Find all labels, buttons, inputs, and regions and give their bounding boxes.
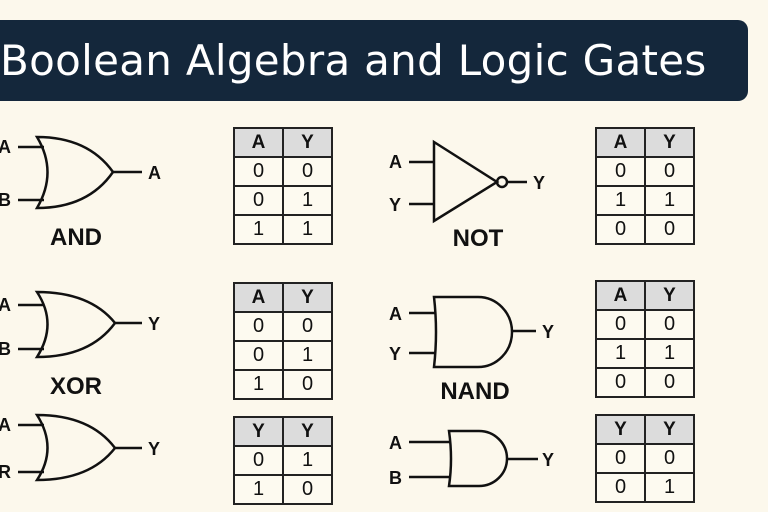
header-cell: Y	[644, 127, 695, 158]
cell: 1	[282, 445, 333, 476]
input-label: Y	[389, 195, 401, 215]
cell: 0	[282, 369, 333, 400]
cell: 1	[233, 214, 284, 245]
cell: 1	[282, 340, 333, 371]
input-label: A	[389, 304, 402, 324]
cell: 0	[233, 311, 284, 342]
gate-nand-symbol	[409, 295, 536, 369]
header-cell: Y	[282, 416, 333, 447]
gate-name: NAND	[440, 378, 509, 405]
cell: 0	[644, 156, 695, 187]
cell: 0	[233, 185, 284, 216]
cell: 1	[595, 185, 646, 216]
cell: 1	[282, 185, 333, 216]
cell: 0	[644, 443, 695, 474]
header-cell: A	[233, 127, 284, 158]
output-label: A	[148, 163, 161, 183]
output-label: Y	[533, 173, 545, 193]
input-label: B	[389, 468, 402, 488]
gate-or-symbol	[18, 413, 142, 482]
cell: 1	[644, 338, 695, 369]
input-label: R	[0, 462, 11, 482]
cell: 0	[282, 156, 333, 187]
gate-xor-symbol	[18, 290, 142, 359]
header-cell: Y	[282, 127, 333, 158]
gate-not-symbol	[409, 139, 527, 224]
cell: 0	[595, 443, 646, 474]
header-cell: Y	[595, 414, 646, 445]
input-label: A	[389, 152, 402, 172]
output-label: Y	[542, 450, 554, 470]
header-cell: Y	[644, 280, 695, 311]
header-cell: Y	[644, 414, 695, 445]
cell: 1	[282, 214, 333, 245]
gate-name: NOT	[453, 225, 504, 252]
cell: 0	[595, 309, 646, 340]
input-label: A	[0, 295, 11, 315]
gate-name: AND	[50, 224, 102, 251]
cell: 0	[282, 474, 333, 505]
cell: 1	[644, 185, 695, 216]
header-cell: A	[233, 282, 284, 313]
page-title: Boolean Algebra and Logic Gates	[0, 36, 707, 85]
input-label: B	[0, 339, 11, 359]
gate-and-symbol	[18, 135, 142, 210]
cell: 1	[644, 472, 695, 503]
cell: 0	[595, 472, 646, 503]
header-cell: Y	[233, 416, 284, 447]
output-label: Y	[542, 322, 554, 342]
title-bar	[0, 20, 748, 101]
cell: 0	[644, 309, 695, 340]
input-label: A	[389, 433, 402, 453]
cell: 0	[233, 445, 284, 476]
cell: 0	[644, 367, 695, 398]
cell: 0	[595, 367, 646, 398]
input-label: A	[0, 137, 11, 157]
cell: 0	[595, 214, 646, 245]
cell: 1	[595, 338, 646, 369]
cell: 0	[233, 340, 284, 371]
output-label: Y	[148, 439, 160, 459]
input-label: B	[0, 190, 11, 210]
header-cell: Y	[282, 282, 333, 313]
cell: 0	[595, 156, 646, 187]
cell: 0	[233, 156, 284, 187]
header-cell: A	[595, 280, 646, 311]
output-label: Y	[148, 314, 160, 334]
input-label: A	[0, 415, 11, 435]
header-cell: A	[595, 127, 646, 158]
cell: 1	[233, 474, 284, 505]
input-label: Y	[389, 344, 401, 364]
cell: 0	[282, 311, 333, 342]
cell: 1	[233, 369, 284, 400]
gate-name: XOR	[50, 373, 102, 400]
cell: 0	[644, 214, 695, 245]
gate-and2-symbol	[409, 429, 538, 488]
